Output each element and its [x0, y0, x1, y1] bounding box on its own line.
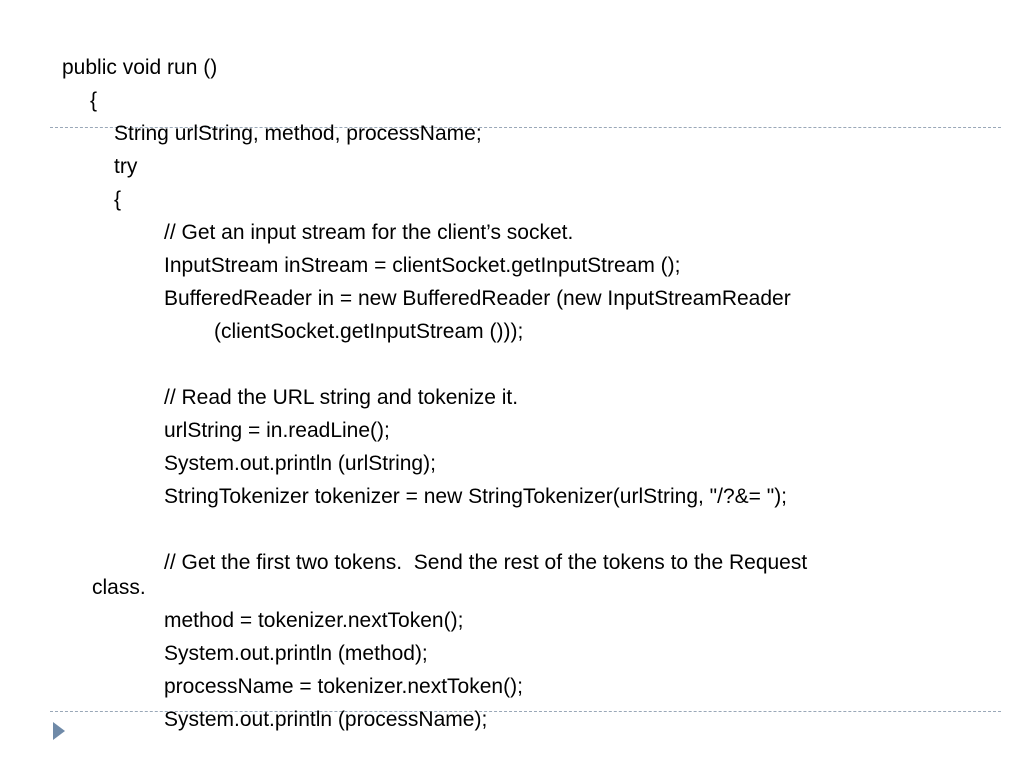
code-line: try [114, 155, 138, 178]
code-line: StringTokenizer tokenizer = new StringTo… [164, 485, 788, 508]
code-line: processName = tokenizer.nextToken(); [164, 675, 523, 698]
code-comment-wrap: class. [92, 576, 146, 599]
code-line: System.out.println (method); [164, 642, 428, 665]
triangle-bullet-icon [53, 722, 65, 740]
code-line: String urlString, method, processName; [114, 122, 482, 145]
code-line: InputStream inStream = clientSocket.getI… [164, 254, 681, 277]
code-comment: // Read the URL string and tokenize it. [164, 386, 519, 409]
code-line: System.out.println (urlString); [164, 452, 436, 475]
code-line: urlString = in.readLine(); [164, 419, 390, 442]
code-line: BufferedReader in = new BufferedReader (… [164, 287, 791, 310]
bottom-dashed-divider [50, 711, 1001, 712]
code-line: method = tokenizer.nextToken(); [164, 609, 464, 632]
top-dashed-divider [50, 127, 1001, 128]
code-line: { [114, 188, 122, 211]
code-comment: // Get the first two tokens. Send the re… [164, 551, 808, 574]
code-line: public void run () [62, 56, 218, 79]
code-line: { [90, 89, 98, 112]
code-line: System.out.println (processName); [164, 708, 488, 731]
code-comment: // Get an input stream for the client’s … [164, 221, 574, 244]
code-line: (clientSocket.getInputStream ())); [214, 320, 524, 343]
